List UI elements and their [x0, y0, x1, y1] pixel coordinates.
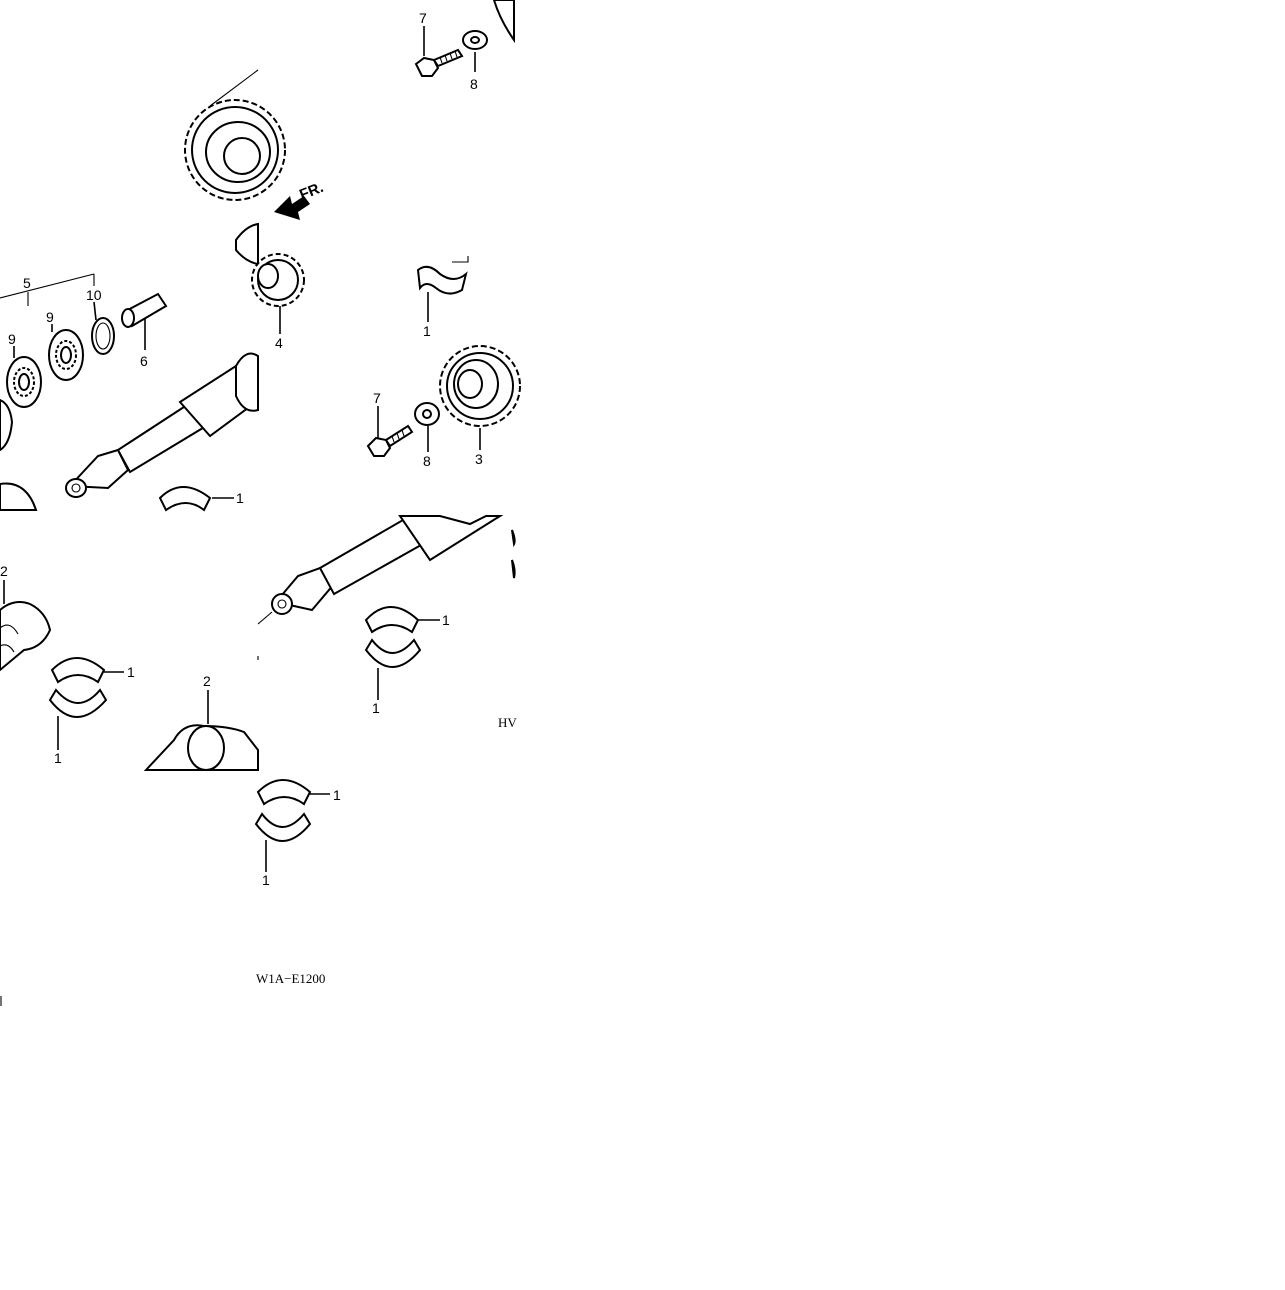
small-gear-edge — [235, 222, 259, 266]
callout-1-pair-a-top: 1 — [127, 664, 135, 680]
callout-7-middle: 7 — [373, 390, 381, 406]
bearing-left — [6, 356, 42, 408]
washer-part — [462, 30, 488, 50]
callout-1-shell: 1 — [236, 490, 244, 506]
tile-seams — [0, 656, 259, 1006]
callout-2-left: 2 — [0, 563, 8, 579]
bearing-right — [48, 329, 84, 381]
callout-7: 7 — [419, 10, 427, 26]
front-arrow: FR. — [274, 179, 326, 220]
bearing-shell-pair-b — [364, 606, 422, 668]
tile-gears-bolt-middle: FR. 4 1 7 — [251, 179, 521, 469]
callout-1-pair-c-top: 1 — [333, 787, 341, 803]
shaft-end-right — [143, 724, 259, 771]
snap-ring — [91, 317, 115, 355]
mainshaft — [257, 514, 504, 625]
bearing-half-shell — [158, 486, 234, 512]
bearing-shell-pair-a — [48, 657, 108, 718]
callout-2-right: 2 — [203, 673, 211, 689]
callout-8: 8 — [470, 76, 478, 92]
shaft-end-left — [0, 601, 52, 672]
large-gear — [184, 69, 286, 201]
bolt-part — [414, 48, 464, 77]
callout-3: 3 — [475, 451, 483, 467]
tile-shells-bottom: 1 1 W1A−E1200 — [254, 779, 341, 986]
callout-1-upper: 1 — [423, 323, 431, 339]
callout-1-pair-c-bottom: 1 — [262, 872, 270, 888]
gear-edge-top — [492, 0, 515, 44]
reference-code-right: HV — [498, 715, 517, 730]
gear-edge-left — [0, 398, 38, 511]
gear-edge-lower-middle — [511, 529, 516, 579]
callout-10: 10 — [86, 287, 102, 303]
gear-4 — [251, 253, 305, 307]
callout-5: 5 — [23, 275, 31, 291]
callout-1-pair-b-top: 1 — [442, 612, 450, 628]
countershaft — [65, 352, 259, 498]
tile-gear-shaft-left: 5 10 9 9 6 1 — [0, 69, 286, 512]
callout-6: 6 — [140, 353, 148, 369]
gear-3 — [439, 345, 521, 427]
bracket-5 — [0, 273, 95, 306]
tile-shaft-shells-lower-left: 2 1 1 2 — [0, 563, 259, 771]
washer-part-middle — [414, 402, 440, 426]
collar-sleeve — [121, 292, 168, 328]
callout-4: 4 — [275, 335, 283, 351]
callout-9b: 9 — [8, 331, 16, 347]
callout-1-pair-b-bottom: 1 — [372, 700, 380, 716]
reference-code: W1A−E1200 — [256, 971, 325, 986]
tile-mainshaft-lower-middle: 1 1 HV — [257, 514, 517, 730]
front-direction-label: FR. — [297, 179, 326, 204]
bolt-part-middle — [366, 424, 414, 457]
callout-9a: 9 — [46, 309, 54, 325]
callout-8-middle: 8 — [423, 453, 431, 469]
callout-1-pair-a-bottom: 1 — [54, 750, 62, 766]
bearing-shell-upper — [416, 256, 469, 295]
bearing-shell-pair-c — [254, 779, 312, 842]
tile-bolt-washer-top: 7 8 — [414, 0, 515, 92]
